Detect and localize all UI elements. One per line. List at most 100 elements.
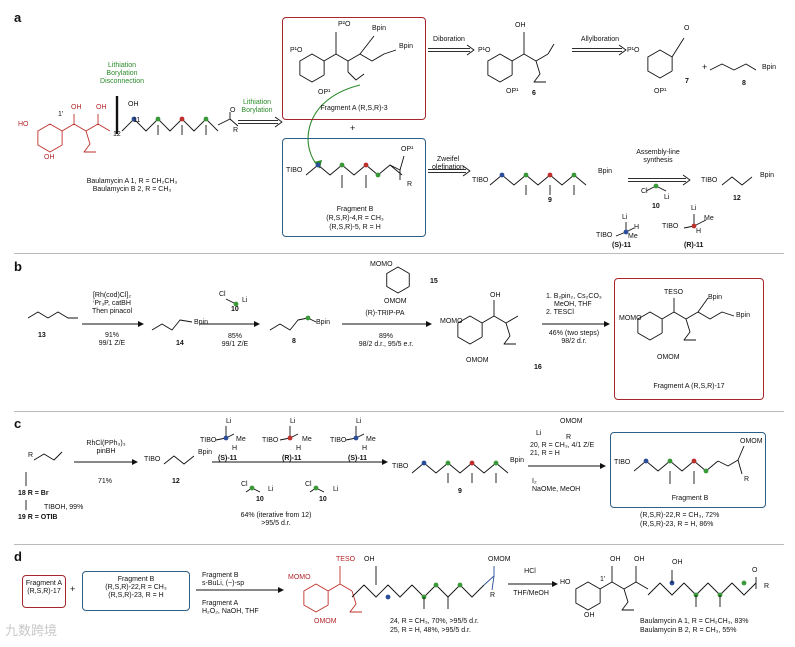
locant-11: 11	[133, 117, 141, 124]
thf-meoh-label: THF/MeOH	[513, 590, 549, 597]
panel-label-b: b	[14, 259, 22, 274]
stereocenter-dot	[571, 172, 577, 178]
bond	[491, 575, 495, 591]
compound-24-line: 24, R = CH₃, 70%, >95/5 d.r.	[390, 618, 479, 625]
bpin-label: Bpin	[760, 172, 775, 179]
tiboh-label: TIBOH, 99%	[44, 504, 84, 511]
h-label: H	[362, 445, 368, 452]
stereocenter-dot	[741, 580, 747, 586]
divider-ab	[14, 253, 784, 254]
stereocenter-dot	[457, 582, 463, 588]
bond	[599, 581, 649, 590]
bpin-label: Bpin	[399, 43, 414, 50]
bond	[217, 118, 239, 127]
carbon-chain	[647, 582, 757, 596]
tibo-label: TIBO	[662, 223, 679, 230]
bpin-label: Bpin	[316, 319, 331, 326]
panel-label-a: a	[14, 10, 22, 25]
rh-hydroboration-arrow	[132, 459, 138, 465]
oh-label: OH	[515, 22, 526, 29]
fragment-b-line1: (R,S,R)-4,R = CH₃	[326, 215, 384, 222]
tibo-label: TIBO	[701, 177, 718, 184]
tibo-label: TIBO	[286, 167, 303, 174]
green-curved-arrow	[307, 84, 361, 169]
op1-label: OP¹	[401, 146, 414, 153]
divider-cd	[14, 544, 784, 545]
teso-label: TESO	[336, 556, 356, 563]
benzene-ring	[386, 266, 410, 294]
bond	[533, 60, 546, 83]
bpin-label: Bpin	[708, 294, 723, 301]
compound-s11: (S)-11	[218, 455, 238, 462]
bond	[717, 445, 745, 467]
locant-1prime: 1'	[58, 111, 64, 118]
divider-bc	[14, 411, 784, 412]
yield-iterative: 64% (iterative from 12)>95/5 d.r.	[240, 512, 312, 528]
stereocenter-dot	[667, 458, 673, 464]
carbon-chain	[351, 584, 485, 598]
tibo-label: TIBO	[262, 437, 279, 444]
yield-hydroboration: 71%	[97, 478, 112, 485]
momo-label: MOMO	[619, 315, 642, 322]
retrosynthesis-arrow	[274, 116, 283, 128]
stereocenter-dot	[433, 582, 439, 588]
teso-label: TESO	[664, 289, 684, 296]
bond	[399, 155, 405, 171]
r-label: R	[28, 452, 34, 459]
op1-label: OP¹	[318, 89, 331, 96]
fragment-b-22-box	[610, 432, 766, 508]
compound-8: 8	[742, 80, 746, 87]
omom-label: OMOM	[657, 354, 680, 361]
bond	[547, 43, 555, 55]
bond	[481, 315, 519, 324]
h-label: H	[696, 228, 702, 235]
stereocenter-dot	[315, 162, 321, 168]
stereocenter-dot	[179, 116, 185, 122]
tibo-label: TIBO	[144, 456, 161, 463]
fragment-a-ref-box	[22, 575, 66, 608]
omom-label: OMOM	[488, 556, 511, 563]
fragment-a-17-box	[614, 278, 764, 400]
o-label: O	[684, 25, 690, 32]
stereocenter-dot	[339, 162, 345, 168]
compound-10: 10	[256, 496, 264, 503]
bpin-label: Bpin	[198, 449, 213, 456]
li-label: Li	[226, 418, 232, 425]
li-label: Li	[664, 194, 670, 201]
r-label: R	[490, 592, 496, 599]
r-label: R	[233, 127, 239, 134]
r-label: R	[566, 434, 572, 441]
ho-label: HO	[18, 121, 29, 128]
stereocenter-dot	[547, 172, 553, 178]
stereocenter-dot	[223, 435, 229, 441]
stereocenter-dot	[493, 460, 499, 466]
fragment-b-caption: Fragment B	[336, 206, 374, 213]
oh-label: OH	[364, 556, 375, 563]
momo-label: MOMO	[440, 318, 463, 325]
compound-10: 10	[319, 496, 327, 503]
oh-label: OH	[128, 101, 139, 108]
stereocenter-dot	[691, 458, 697, 464]
compound-13: 13	[38, 332, 46, 339]
cl-label: Cl	[219, 291, 226, 298]
stereocenter-dot	[203, 116, 209, 122]
omom-label: OMOM	[466, 357, 489, 364]
oh-label: OH	[44, 154, 55, 161]
plus-sign: +	[702, 62, 708, 72]
cl-label: Cl	[641, 188, 648, 195]
compound-12: 12	[172, 478, 180, 485]
oh-label: OH	[634, 556, 645, 563]
stereocenter-dot	[653, 183, 659, 189]
me-label: Me	[302, 436, 312, 443]
h-label: H	[232, 445, 238, 452]
tibo-label: TIBO	[392, 463, 409, 470]
deprotection-arrow	[552, 581, 558, 587]
stereocenter-dot	[131, 116, 137, 122]
plus-sign: +	[70, 584, 76, 594]
